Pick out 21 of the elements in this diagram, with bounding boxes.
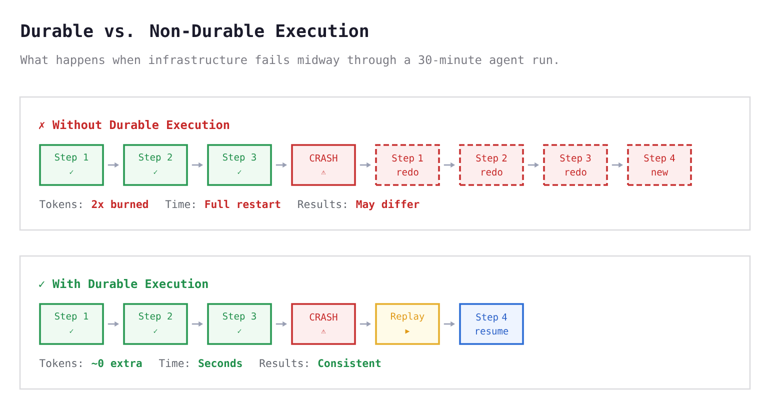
stat-label: Tokens: bbox=[39, 200, 82, 208]
stat-label: Results: bbox=[298, 200, 346, 208]
redo-box: Step 4 new bbox=[627, 144, 692, 186]
stat-value: ~0 extra bbox=[92, 359, 142, 368]
section-heading: ✗ Without Durable Execution bbox=[38, 119, 230, 130]
stat-value: Seconds bbox=[198, 358, 242, 368]
stat-value: May differ bbox=[356, 199, 420, 210]
stat-label: Time: bbox=[158, 358, 188, 368]
stat-label: Time: bbox=[165, 200, 194, 208]
section-heading: ✓ With Durable Execution bbox=[39, 278, 208, 288]
redo-box: Step 1 redo bbox=[375, 144, 440, 186]
resume-box: Step 4 resume bbox=[459, 303, 524, 345]
redo-box: Step 2 redo bbox=[459, 144, 524, 186]
title: Durable vs. Non-Durable Execution bbox=[21, 22, 368, 38]
subtitle: What happens when infrastructure fails midway through a 30-minute agent run. bbox=[20, 54, 558, 67]
stat-label: Tokens: bbox=[39, 358, 82, 368]
stat-value: Consistent bbox=[318, 358, 381, 368]
stat-value: Full restart bbox=[205, 200, 280, 208]
redo-box: Step 3 redo bbox=[543, 144, 608, 186]
stat-label: Results: bbox=[260, 358, 308, 368]
stat-value: 2x burned bbox=[92, 200, 148, 208]
